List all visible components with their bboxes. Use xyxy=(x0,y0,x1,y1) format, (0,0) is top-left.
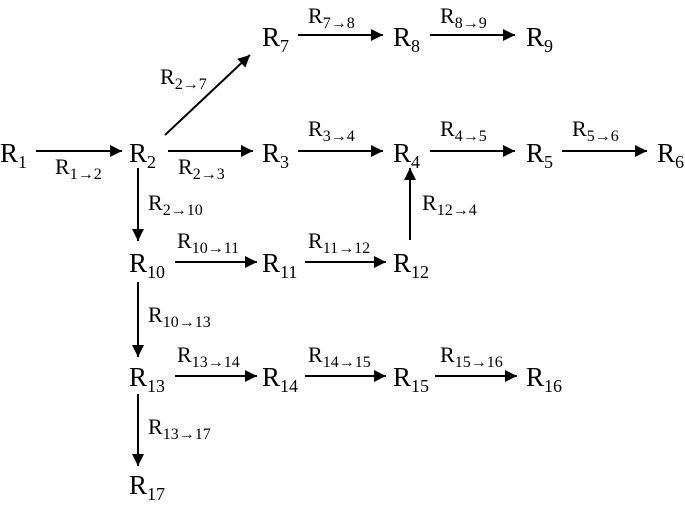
node-r4: R4 xyxy=(393,138,420,172)
node-r14: R14 xyxy=(262,362,298,396)
node-r13: R13 xyxy=(129,362,165,396)
node-labels: R1 R2 R3 R4 R5 R6 R7 R8 R9 R10 R11 R12 R… xyxy=(0,22,684,504)
edge-label-11-12: R11→12 xyxy=(308,228,370,257)
edge-label-14-15: R14→15 xyxy=(308,342,371,371)
edge-label-10-13: R10→13 xyxy=(148,302,211,331)
node-r6: R6 xyxy=(657,138,684,172)
edge-label-8-9: R8→9 xyxy=(440,3,487,32)
edge-label-12-4: R12→4 xyxy=(422,190,477,219)
node-r12: R12 xyxy=(393,248,429,282)
edge-labels: R1→2 R2→7 R2→3 R2→10 R7→8 R8→9 R3→4 R4→5… xyxy=(55,3,619,443)
node-r2: R2 xyxy=(129,138,156,172)
edge-label-1-2: R1→2 xyxy=(55,154,102,183)
node-r16: R16 xyxy=(526,362,562,396)
edge-label-10-11: R10→11 xyxy=(177,228,239,257)
edge-label-13-17: R13→17 xyxy=(148,414,211,443)
node-r9: R9 xyxy=(526,22,553,56)
node-r7: R7 xyxy=(262,22,289,56)
node-r11: R11 xyxy=(262,248,297,282)
edge-label-4-5: R4→5 xyxy=(440,116,487,145)
node-r15: R15 xyxy=(393,362,429,396)
edge-label-3-4: R3→4 xyxy=(308,116,355,145)
edge-lines xyxy=(36,29,647,466)
node-r1: R1 xyxy=(0,138,27,172)
edge-label-13-14: R13→14 xyxy=(177,342,240,371)
node-r10: R10 xyxy=(129,248,165,282)
edge-label-2-7: R2→7 xyxy=(160,64,207,93)
node-r8: R8 xyxy=(393,22,420,56)
arrow-2-7 xyxy=(164,54,251,136)
node-r5: R5 xyxy=(526,138,553,172)
node-r17: R17 xyxy=(129,470,165,504)
node-r3: R3 xyxy=(262,138,289,172)
edge-label-2-10: R2→10 xyxy=(148,190,203,219)
edge-label-5-6: R5→6 xyxy=(572,116,619,145)
edge-label-7-8: R7→8 xyxy=(308,3,355,32)
edge-label-15-16: R15→16 xyxy=(440,342,503,371)
edge-label-2-3: R2→3 xyxy=(178,154,225,183)
